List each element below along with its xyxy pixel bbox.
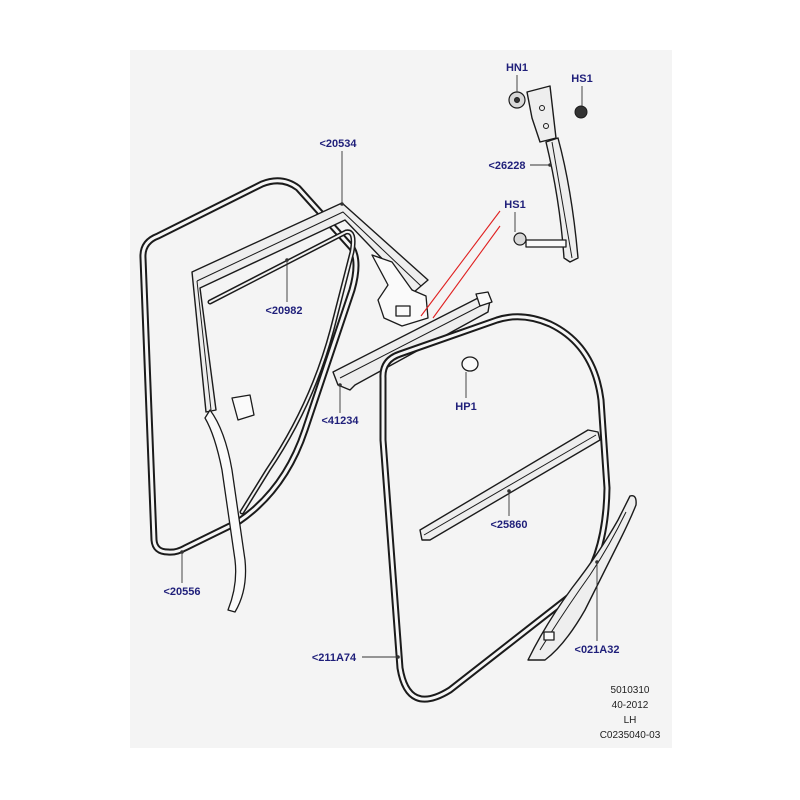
trim-021a32-detail-line — [539, 511, 627, 651]
door-seal-211a74-hollow — [381, 315, 609, 701]
leader-dot — [595, 560, 599, 564]
callout-hp1: HP1 — [455, 401, 476, 413]
part-25860-belt-strip — [419, 429, 601, 541]
nut-hole — [514, 97, 520, 103]
screw-icon — [574, 105, 588, 119]
leader-dot — [340, 202, 344, 206]
leader-dot — [396, 655, 400, 659]
frame-20534-lower-bracket — [231, 394, 255, 421]
leader-dot — [338, 383, 342, 387]
diagram-panel — [130, 50, 672, 748]
reference-side: LH — [624, 715, 637, 726]
diagram-reference: 5010310 40-2012 LH C0235040-03 — [600, 685, 661, 741]
leader-lines — [180, 75, 599, 659]
fastener-hn1-nut — [508, 91, 526, 109]
callout-41234: <41234 — [321, 415, 359, 427]
belt-strip-25860-edge-line — [423, 434, 597, 536]
trim-021a32-body — [527, 495, 637, 661]
part-26228-bracket — [525, 85, 579, 263]
leader-dot — [548, 163, 552, 167]
bar-41234-end-bracket — [475, 291, 493, 307]
reference-date: 40-2012 — [612, 700, 649, 711]
trim-021a32-clip — [543, 631, 555, 641]
callout-20982: <20982 — [265, 305, 302, 317]
highlight-line — [420, 210, 501, 317]
callout-hs1-top: HS1 — [571, 73, 592, 85]
fastener-hs1-lower-screw — [513, 232, 527, 246]
fastener-hp1-plug — [461, 356, 479, 372]
bar-41234-edge-line — [339, 303, 485, 379]
frame-20534-clip — [395, 305, 411, 317]
bracket-26228-strip-line — [551, 141, 573, 259]
leader-dot — [507, 489, 511, 493]
callout-021a32: <021A32 — [575, 644, 620, 656]
leader-dot — [285, 258, 289, 262]
callout-hn1: HN1 — [506, 62, 528, 74]
bracket-26228-hole — [543, 123, 549, 129]
callout-211a74: <211A74 — [312, 652, 357, 664]
glass-run-20982-hollow — [209, 230, 355, 513]
callout-25860: <25860 — [490, 519, 527, 531]
callout-26228: <26228 — [488, 160, 525, 172]
frame-20534-channel-line — [196, 211, 422, 287]
reference-number: 5010310 — [611, 685, 650, 696]
reference-code: C0235040-03 — [600, 730, 661, 741]
part-211a74-door-seal — [379, 313, 611, 703]
glass-run-20982-lower-strip — [204, 409, 247, 613]
highlight-line — [432, 225, 501, 319]
callout-20534: <20534 — [319, 138, 357, 150]
frame-20534-pillar-bracket — [371, 254, 429, 327]
part-20534-frame — [191, 202, 429, 421]
fastener-hs1-top-screw — [574, 105, 588, 119]
bracket-26228-arm — [525, 239, 567, 248]
screw-icon — [513, 232, 527, 246]
bracket-26228-plate — [526, 85, 557, 143]
callout-labels: HN1 HS1 <20534 <26228 HS1 <20982 HP1 <41… — [163, 62, 619, 664]
plug-icon — [461, 356, 479, 372]
bracket-26228-hole — [539, 105, 545, 111]
callout-hs1-lower: HS1 — [504, 199, 525, 211]
leader-dot — [180, 550, 184, 554]
part-021a32-trim — [527, 495, 637, 661]
part-20982-glass-run — [204, 229, 356, 613]
frame-20534-channel-line-vertical — [196, 280, 212, 411]
callout-20556: <20556 — [163, 586, 200, 598]
